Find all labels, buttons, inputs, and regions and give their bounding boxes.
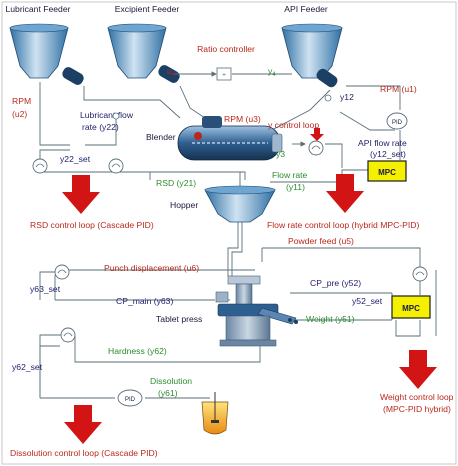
powder-feed-label: Powder feed (u5) bbox=[288, 236, 354, 246]
lubricant-feeder bbox=[9, 23, 84, 85]
rsd-outer-controller bbox=[32, 158, 48, 174]
ratio-controller: ÷ bbox=[216, 67, 232, 81]
dissolution-pid-controller: PID bbox=[117, 389, 143, 407]
punch-disp-label: Punch displacement (u6) bbox=[104, 263, 199, 273]
flow-rate-var-label: (y11) bbox=[286, 182, 305, 192]
rpm-u3-label: RPM (u3) bbox=[224, 114, 261, 124]
svg-text:PID: PID bbox=[125, 397, 136, 403]
lubricant-flow-rate-label: rate (y22) bbox=[82, 122, 119, 132]
lubricant-sensor bbox=[112, 112, 120, 120]
api-flow-set-label: (y12_set) bbox=[370, 149, 406, 159]
hopper-label: Hopper bbox=[170, 200, 198, 210]
weight-loop-label-2: (MPC-PID hybrid) bbox=[383, 404, 451, 414]
svg-text:PID: PID bbox=[392, 120, 403, 126]
svg-text:÷: ÷ bbox=[222, 73, 226, 79]
cp-pre-label: CP_pre (y52) bbox=[310, 278, 361, 288]
lubricant-flow-label: Lubricant flow bbox=[80, 110, 134, 120]
svg-text:MPC: MPC bbox=[378, 168, 396, 177]
rpm-u2-var: (u2) bbox=[12, 109, 27, 119]
y3-label: y3 bbox=[276, 149, 285, 159]
mpc-flow-controller: MPC bbox=[367, 160, 407, 182]
hopper bbox=[204, 185, 276, 223]
svg-text:MPC: MPC bbox=[402, 304, 420, 313]
dissolution-loop-label: Dissolution control loop (Cascade PID) bbox=[10, 448, 158, 458]
blender bbox=[177, 116, 283, 161]
y4-label: y4 bbox=[268, 66, 276, 78]
y52-set-label: y52_set bbox=[352, 296, 383, 306]
flow-loop-arrow bbox=[326, 174, 364, 213]
y12-label: y12 bbox=[340, 92, 354, 102]
excipient-feeder bbox=[107, 23, 180, 83]
flow-rate-label: Flow rate bbox=[272, 170, 308, 180]
rpm-u2-label: RPM bbox=[12, 96, 31, 106]
weight-label: Weight (y51) bbox=[306, 314, 355, 324]
dissolution-beaker bbox=[201, 392, 229, 435]
api-pid-controller: PID bbox=[386, 112, 408, 130]
y-controller bbox=[308, 140, 324, 156]
weight-pid-controller bbox=[412, 266, 428, 282]
rpm-u1-label: RPM (u1) bbox=[380, 84, 417, 94]
dissolution-var-label: (y61) bbox=[158, 388, 178, 398]
rsd-label: RSD (y21) bbox=[156, 178, 196, 188]
api-flow-rate-label: API flow rate bbox=[358, 138, 407, 148]
weight-loop-arrow bbox=[399, 350, 437, 389]
rsd-inner-controller bbox=[108, 158, 124, 174]
api-feeder-label: API Feeder bbox=[284, 4, 328, 14]
api-feeder bbox=[281, 23, 343, 88]
cp-main-label: CP_main (y63) bbox=[116, 296, 173, 306]
mpc-weight-controller: MPC bbox=[391, 295, 431, 319]
y-control-loop-label: y control loop bbox=[268, 120, 319, 130]
weight-loop-label-1: Weight control loop bbox=[380, 392, 454, 402]
rsd-loop-label: RSD control loop (Cascade PID) bbox=[30, 220, 154, 230]
hardness-label: Hardness (y62) bbox=[108, 346, 167, 356]
hardness-controller bbox=[60, 327, 76, 343]
api-sensor bbox=[324, 94, 332, 102]
punch-controller bbox=[54, 264, 70, 280]
ratio-controller-label: Ratio controller bbox=[197, 44, 255, 54]
dissolution-label: Dissolution bbox=[150, 376, 192, 386]
y-control-arrow bbox=[310, 128, 324, 141]
flow-loop-label: Flow rate control loop (hybrid MPC-PID) bbox=[267, 220, 419, 230]
y63-set-label: y63_set bbox=[30, 284, 61, 294]
excipient-feeder-label: Excipient Feeder bbox=[115, 4, 180, 14]
u4-label: u4 bbox=[167, 66, 176, 78]
blender-label: Blender bbox=[146, 132, 176, 142]
tablet-press-label: Tablet press bbox=[156, 314, 202, 324]
tablet-press bbox=[215, 275, 298, 347]
y62-set-label: y62_set bbox=[12, 362, 43, 372]
dissolution-loop-arrow bbox=[64, 405, 102, 444]
y22-set-label: y22_set bbox=[60, 154, 91, 164]
rsd-loop-arrow bbox=[62, 175, 100, 214]
lubricant-feeder-label: Lubricant Feeder bbox=[6, 4, 71, 14]
